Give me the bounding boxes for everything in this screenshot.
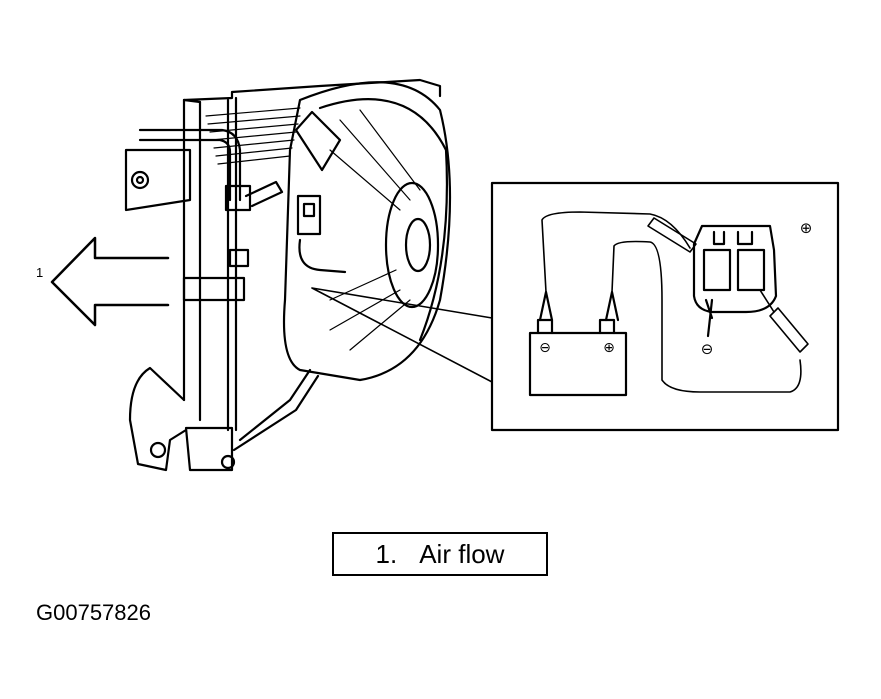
jumper-wires <box>541 211 809 393</box>
airflow-arrow <box>50 236 170 327</box>
figure-id: G00757826 <box>36 600 151 625</box>
condenser <box>124 78 442 472</box>
cooling-fan <box>232 81 452 452</box>
callout-leader <box>311 287 493 383</box>
connector-positive-mark: ⊕ <box>800 220 813 237</box>
connector-negative-mark: ⊖ <box>701 341 714 358</box>
legend-number: 1. <box>375 538 398 569</box>
fan-connector <box>692 224 778 338</box>
battery-negative-mark: ⊖ <box>539 339 551 355</box>
legend-text: Air flow <box>419 538 505 569</box>
battery-terminals: ⊖ ⊕ <box>539 339 615 355</box>
battery-positive-mark: ⊕ <box>603 339 615 355</box>
legend-box: 1. Air flow <box>332 532 548 576</box>
test-inset-box <box>490 181 840 432</box>
connector-polarity: ⊕ ⊖ <box>701 220 813 358</box>
airflow-callout-number: 1 <box>36 265 44 280</box>
